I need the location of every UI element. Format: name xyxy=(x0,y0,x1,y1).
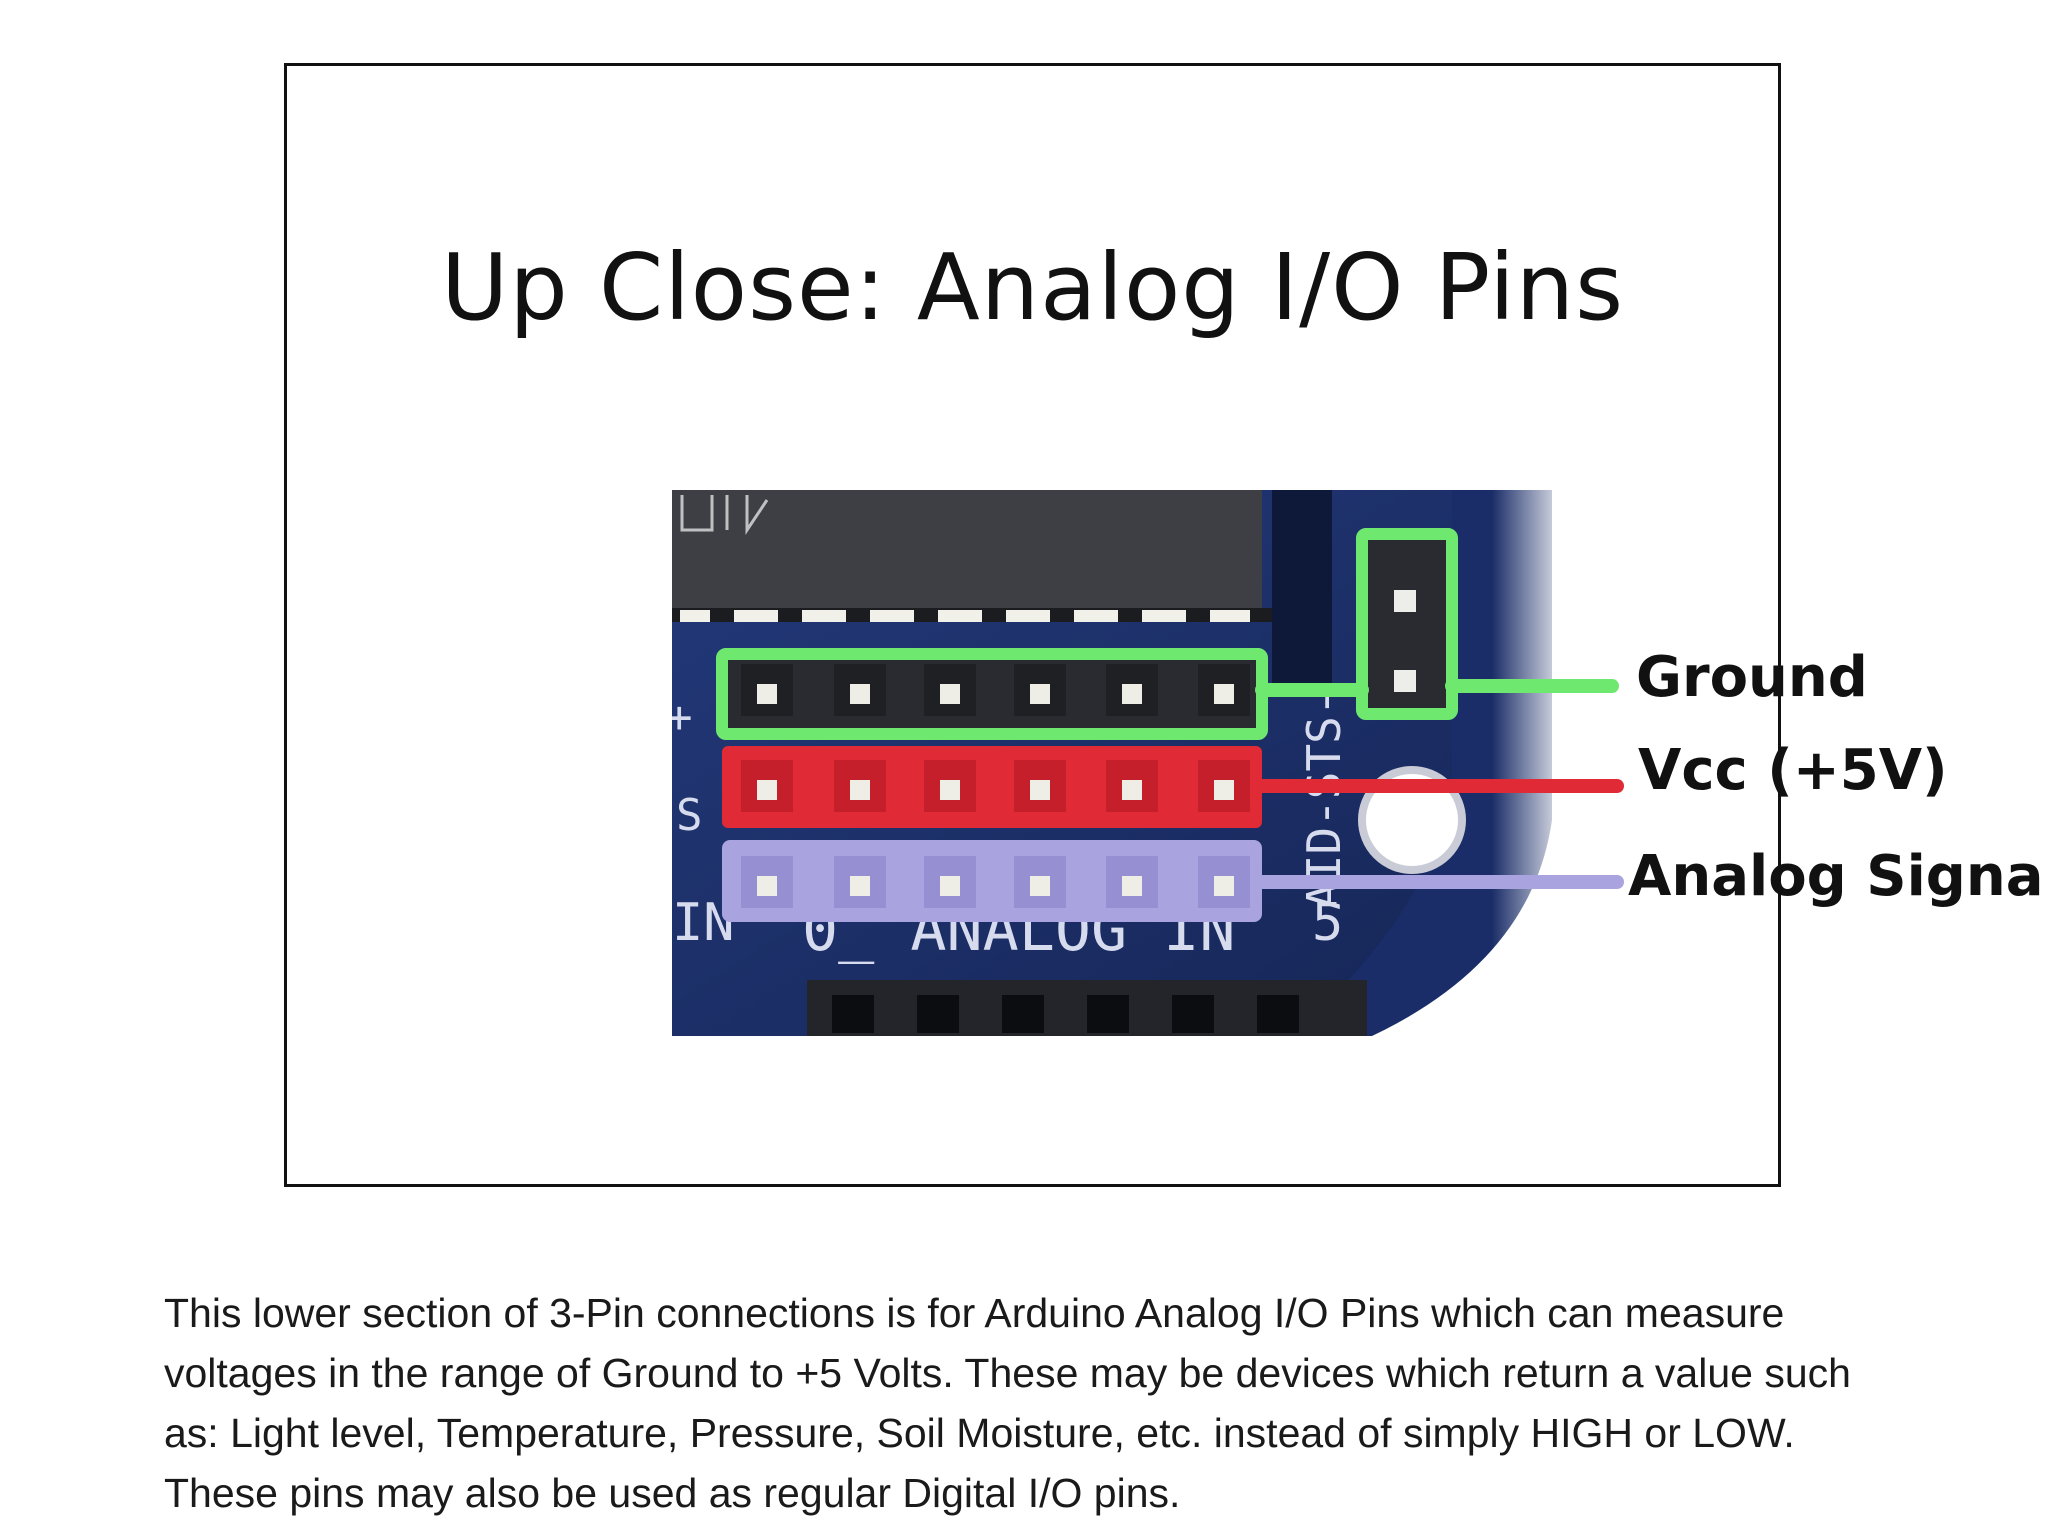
slide-frame: Up Close: Analog I/O Pins xyxy=(284,63,2048,1187)
pcb-corner-cut xyxy=(1372,820,1552,1036)
ground-pin-3 xyxy=(940,684,960,704)
vcc-pin-5 xyxy=(1122,780,1142,800)
ground-jumper-pin-2 xyxy=(1394,670,1416,692)
silk-vertical: AID-STS- xyxy=(1297,688,1351,910)
vcc-pin-3 xyxy=(940,780,960,800)
callout-ground: Ground xyxy=(1636,645,1868,710)
analog-row-box xyxy=(722,840,1262,922)
slide-title: Up Close: Analog I/O Pins xyxy=(441,234,1624,341)
analog-pin-1 xyxy=(757,876,777,896)
ground-pin-5 xyxy=(1122,684,1142,704)
ground-pin-2 xyxy=(850,684,870,704)
vcc-row-box xyxy=(722,746,1262,828)
silk-5: 5 xyxy=(1312,893,1343,953)
callout-vcc: Vcc (+5V) xyxy=(1638,738,1948,803)
pin-layer xyxy=(741,664,1250,908)
ground-pin-6 xyxy=(1214,684,1234,704)
analog-pin-2 xyxy=(850,876,870,896)
ground-leader xyxy=(1255,679,1619,697)
callout-analog-signal: Analog Signal xyxy=(1628,844,2048,909)
silk-s: S xyxy=(676,790,703,841)
caption-text: This lower section of 3-Pin connections … xyxy=(164,1290,1851,1516)
ground-pin-4 xyxy=(1030,684,1050,704)
ground-row-box xyxy=(716,648,1268,740)
board-figure: + S IN 0_ ANALOG IN 5 AID-STS- xyxy=(672,490,2048,1036)
ground-jumper-pin-1 xyxy=(1394,590,1416,612)
ic-chip-marking xyxy=(680,495,769,535)
mounting-hole xyxy=(1358,766,1466,874)
ic-chip xyxy=(672,490,1262,618)
female-headers xyxy=(807,980,1367,1036)
component-strip xyxy=(1272,490,1332,690)
analog-pin-5 xyxy=(1122,876,1142,896)
vcc-pin-4 xyxy=(1030,780,1050,800)
vcc-pin-2 xyxy=(850,780,870,800)
vcc-pin-6 xyxy=(1214,780,1234,800)
ground-pin-1 xyxy=(757,684,777,704)
pcb-edge xyxy=(1292,490,1552,1036)
silk-plus: + xyxy=(672,692,693,743)
analog-pin-6 xyxy=(1214,876,1234,896)
analog-pin-4 xyxy=(1030,876,1050,896)
ic-chip-legs xyxy=(680,610,1250,622)
board-photo: + S IN 0_ ANALOG IN 5 AID-STS- xyxy=(672,490,1624,1036)
vcc-pin-1 xyxy=(757,780,777,800)
ground-jumper-box xyxy=(1356,528,1458,720)
analog-pin-3 xyxy=(940,876,960,896)
